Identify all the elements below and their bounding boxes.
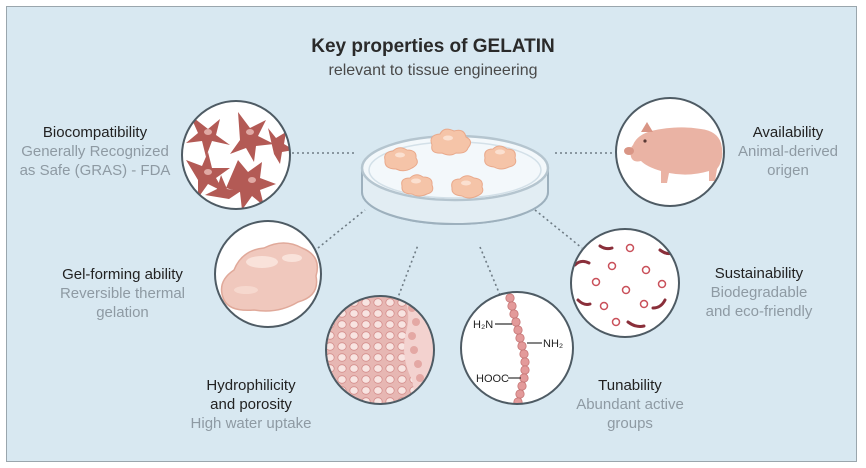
label-availability: Availability Animal-derived origen [718,123,858,180]
connector-gel [317,209,366,249]
diagram-subtitle: relevant to tissue engineering [328,62,538,79]
property-desc: and eco-friendly [705,303,813,320]
pig-icon [615,97,725,207]
property-title: Sustainability [714,265,804,282]
property-desc: Animal-derived [737,143,839,160]
connector-sustainability [534,209,583,249]
property-desc: Biodegradable [710,284,808,301]
connector-lines [292,152,614,301]
property-desc: High water uptake [190,415,312,432]
chain-label-amine-right: NH₂ [543,338,563,350]
diagram-title: Key properties of GELATIN [311,36,555,57]
label-biocompatibility: Biocompatibility Generally Recognized as… [4,123,186,180]
fibroblast-cells-icon [181,100,291,210]
property-title: Availability [752,124,824,141]
property-desc: gelation [96,304,149,321]
label-sustainability: Sustainability Biodegradable and eco-fri… [686,264,832,321]
property-title: and porosity [210,396,292,413]
label-hydrophilicity: Hydrophilicity and porosity High water u… [170,376,332,433]
property-desc: Abundant active [576,396,684,413]
property-title: Tunability [598,377,662,394]
degrading-fragments-icon [570,228,680,338]
property-desc: Generally Recognized [21,143,169,160]
property-desc: Reversible thermal [59,285,186,302]
property-title: Hydrophilicity [206,377,296,394]
connector-tunability [479,246,501,296]
property-desc: groups [607,415,653,432]
connector-hydro [396,244,419,301]
label-gel-forming: Gel-forming ability Reversible thermal g… [40,265,205,322]
diagram-panel [6,6,857,462]
petri-dish-icon [360,128,550,225]
label-tunability: Tunability Abundant active groups [560,376,700,433]
property-desc: as Safe (GRAS) - FDA [19,162,171,179]
chain-label-carboxyl: HOOC [476,373,509,385]
property-desc: origen [767,162,809,179]
property-title: Biocompatibility [42,124,148,141]
peptide-chain-icon: H₂N NH₂ HOOC [460,291,574,405]
property-title: Gel-forming ability [62,266,183,283]
chain-label-amine-left: H₂N [473,319,493,331]
gel-blob-icon [214,220,322,328]
porous-tissue-icon [325,295,435,405]
